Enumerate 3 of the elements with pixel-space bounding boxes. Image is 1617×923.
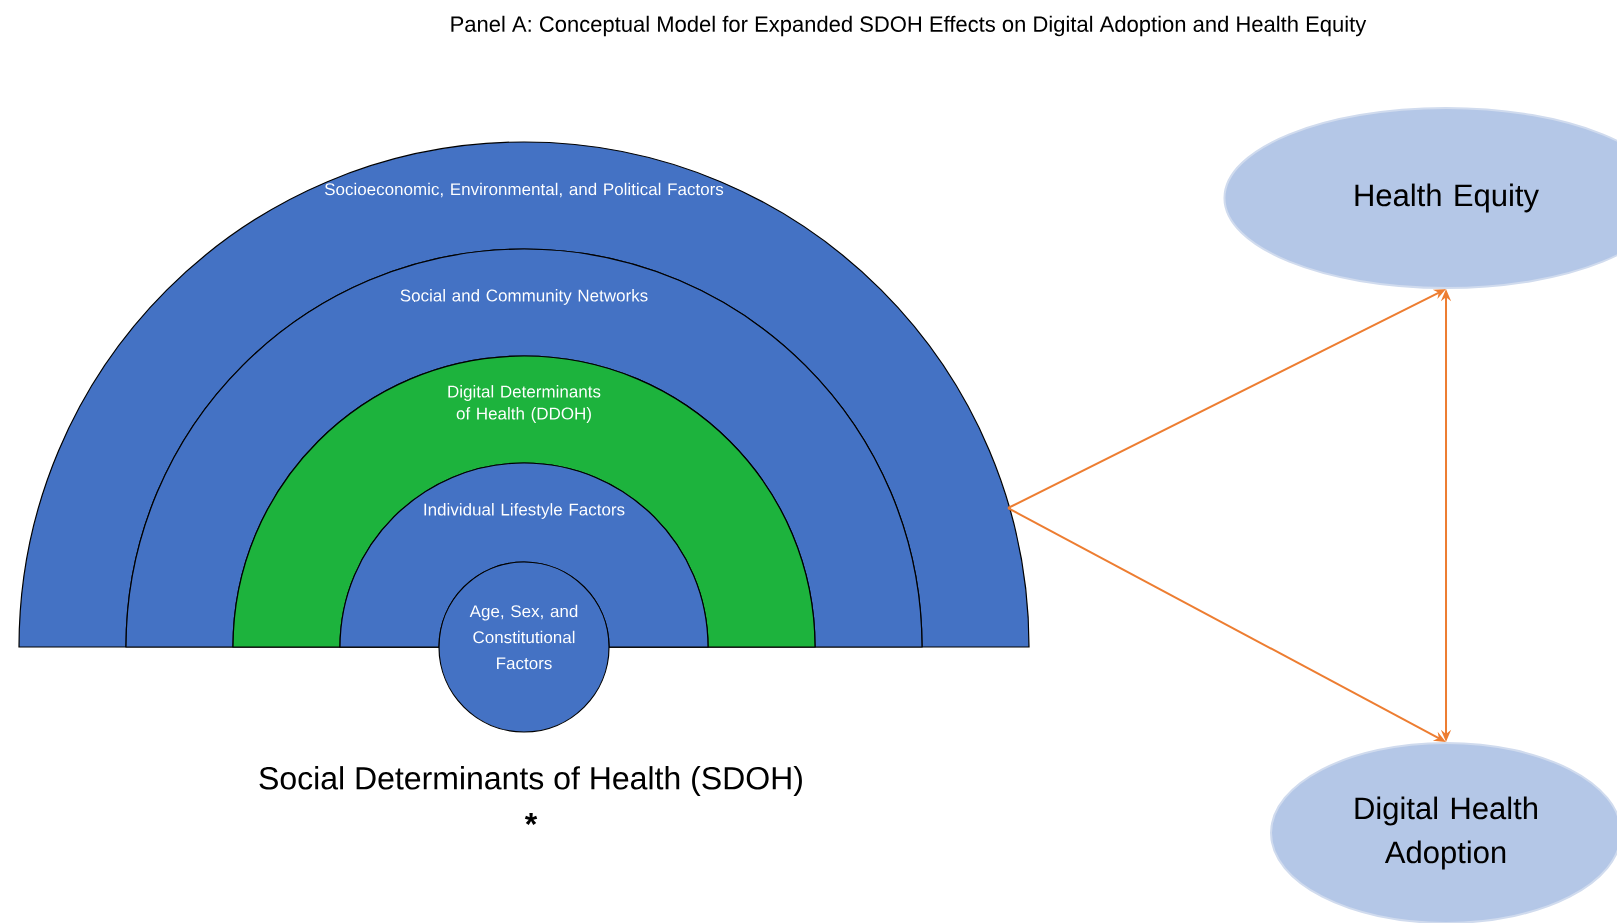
footnote-mark: *: [524, 813, 538, 825]
caption: Social Determinants of Health (SDOH): [259, 766, 802, 796]
title: Panel A: Conceptual Model for Expanded SDOH Effects on Digital Adoption and Health Equity: [451, 15, 1367, 37]
